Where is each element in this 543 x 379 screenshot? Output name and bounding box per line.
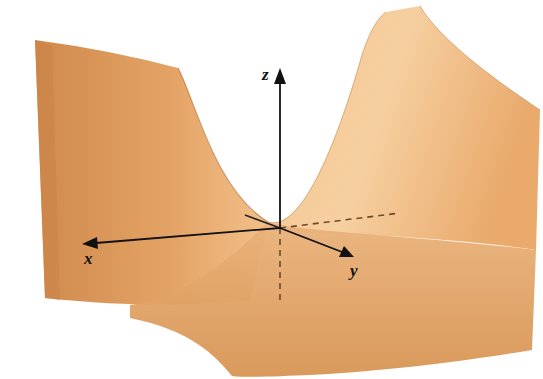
surface-rim <box>268 12 386 223</box>
surface-rim <box>420 6 540 110</box>
axis-label: y <box>350 262 358 279</box>
axis-hidden <box>280 213 400 228</box>
axis-hidden <box>279 228 281 305</box>
axis-label: x <box>84 250 93 267</box>
surface-front <box>130 222 536 377</box>
z-axis <box>279 80 281 228</box>
surface-right <box>268 6 540 250</box>
axis-arrowhead <box>82 237 98 249</box>
x-axis <box>96 228 280 243</box>
axis-label: z <box>262 66 269 83</box>
axis-arrowhead <box>339 246 354 257</box>
surface-edge <box>35 40 60 300</box>
y-axis <box>280 228 342 252</box>
axis-hidden <box>245 215 280 228</box>
surface-rim <box>178 68 268 222</box>
axis-arrowhead <box>274 68 286 84</box>
